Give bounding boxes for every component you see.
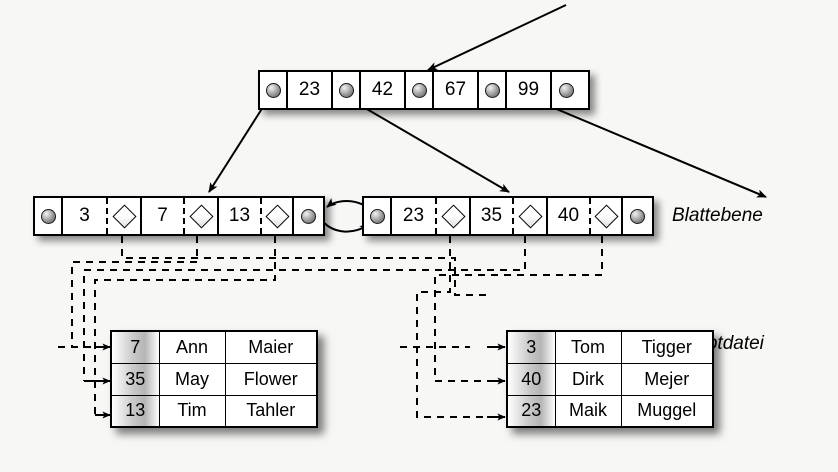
leaf-left-key-1: 7	[140, 198, 185, 234]
root-pointer-4[interactable]	[552, 72, 580, 108]
row-last-name: Muggel	[620, 394, 714, 428]
row-key: 40	[506, 362, 556, 396]
leaf-left-ref-2[interactable]	[262, 198, 294, 234]
pointer-bullet-icon	[484, 82, 500, 98]
leaf-right-ref-2[interactable]	[591, 198, 623, 234]
leaf-left-next-pointer[interactable]	[294, 198, 322, 234]
row-key: 7	[110, 330, 160, 364]
pointer-bullet-icon	[411, 82, 427, 98]
row-key: 13	[110, 394, 160, 428]
leaf-left-prev-pointer[interactable]	[35, 198, 63, 234]
pointer-bullet-icon	[300, 208, 316, 224]
leaf-left-key-0: 3	[63, 198, 108, 234]
data-table-left[interactable]: 7 Ann Maier 35 May Flower 13 Tim Tahler	[110, 330, 318, 428]
table-row[interactable]: 13 Tim Tahler	[110, 394, 318, 428]
leaf-right-ref-1[interactable]	[514, 198, 546, 234]
arrow-root-to-right-leaf	[347, 97, 510, 193]
arrow-root-to-left-leaf	[208, 95, 271, 193]
pointer-bullet-icon	[40, 208, 56, 224]
arrow-into-root	[427, 4, 567, 71]
root-pointer-2[interactable]	[406, 72, 434, 108]
root-pointer-1[interactable]	[333, 72, 361, 108]
diamond-record-pointer-icon	[188, 203, 214, 229]
row-first-name: Maik	[554, 394, 622, 428]
diamond-record-pointer-icon	[111, 203, 137, 229]
root-key-2: 67	[434, 72, 479, 108]
root-pointer-0[interactable]	[260, 72, 288, 108]
row-last-name: Tahler	[224, 394, 318, 428]
table-row[interactable]: 7 Ann Maier	[110, 330, 318, 364]
leaf-right-key-0: 23	[392, 198, 437, 234]
diamond-record-pointer-icon	[593, 203, 619, 229]
row-last-name: Tigger	[620, 330, 714, 364]
row-first-name: Tom	[554, 330, 622, 364]
row-first-name: May	[158, 362, 226, 396]
table-row[interactable]: 23 Maik Muggel	[506, 394, 714, 428]
table-row[interactable]: 35 May Flower	[110, 362, 318, 396]
row-last-name: Flower	[224, 362, 318, 396]
row-first-name: Ann	[158, 330, 226, 364]
data-table-right[interactable]: 3 Tom Tigger 40 Dirk Mejer 23 Maik Mugge…	[506, 330, 714, 428]
leaf-right-key-1: 35	[469, 198, 514, 234]
row-first-name: Dirk	[554, 362, 622, 396]
leaf-right-ref-0[interactable]	[437, 198, 469, 234]
pointer-bullet-icon	[629, 208, 645, 224]
row-key: 35	[110, 362, 160, 396]
root-key-1: 42	[361, 72, 406, 108]
row-last-name: Mejer	[620, 362, 714, 396]
label-blattebene: Blattebene	[672, 205, 763, 226]
pointer-bullet-icon	[265, 82, 281, 98]
table-row[interactable]: 3 Tom Tigger	[506, 330, 714, 364]
row-key: 3	[506, 330, 556, 364]
root-pointer-3[interactable]	[479, 72, 507, 108]
row-first-name: Tim	[158, 394, 226, 428]
diamond-record-pointer-icon	[517, 203, 543, 229]
root-key-3: 99	[507, 72, 552, 108]
pointer-bullet-icon	[369, 208, 385, 224]
leaf-left-ref-0[interactable]	[108, 198, 140, 234]
pointer-bullet-icon	[338, 82, 354, 98]
root-key-0: 23	[288, 72, 333, 108]
row-last-name: Maier	[224, 330, 318, 364]
diamond-record-pointer-icon	[264, 203, 290, 229]
pointer-bullet-icon	[558, 82, 574, 98]
root-index-node[interactable]: 23 42 67 99	[258, 70, 590, 110]
leaf-left-key-2: 13	[217, 198, 262, 234]
row-key: 23	[506, 394, 556, 428]
table-row[interactable]: 40 Dirk Mejer	[506, 362, 714, 396]
diamond-record-pointer-icon	[440, 203, 466, 229]
leaf-left-ref-1[interactable]	[185, 198, 217, 234]
leaf-node-left[interactable]: 3 7 13	[33, 196, 325, 236]
leaf-right-prev-pointer[interactable]	[364, 198, 392, 234]
leaf-right-next-pointer[interactable]	[623, 198, 651, 234]
leaf-node-right[interactable]: 23 35 40	[362, 196, 654, 236]
leaf-right-key-2: 40	[546, 198, 591, 234]
